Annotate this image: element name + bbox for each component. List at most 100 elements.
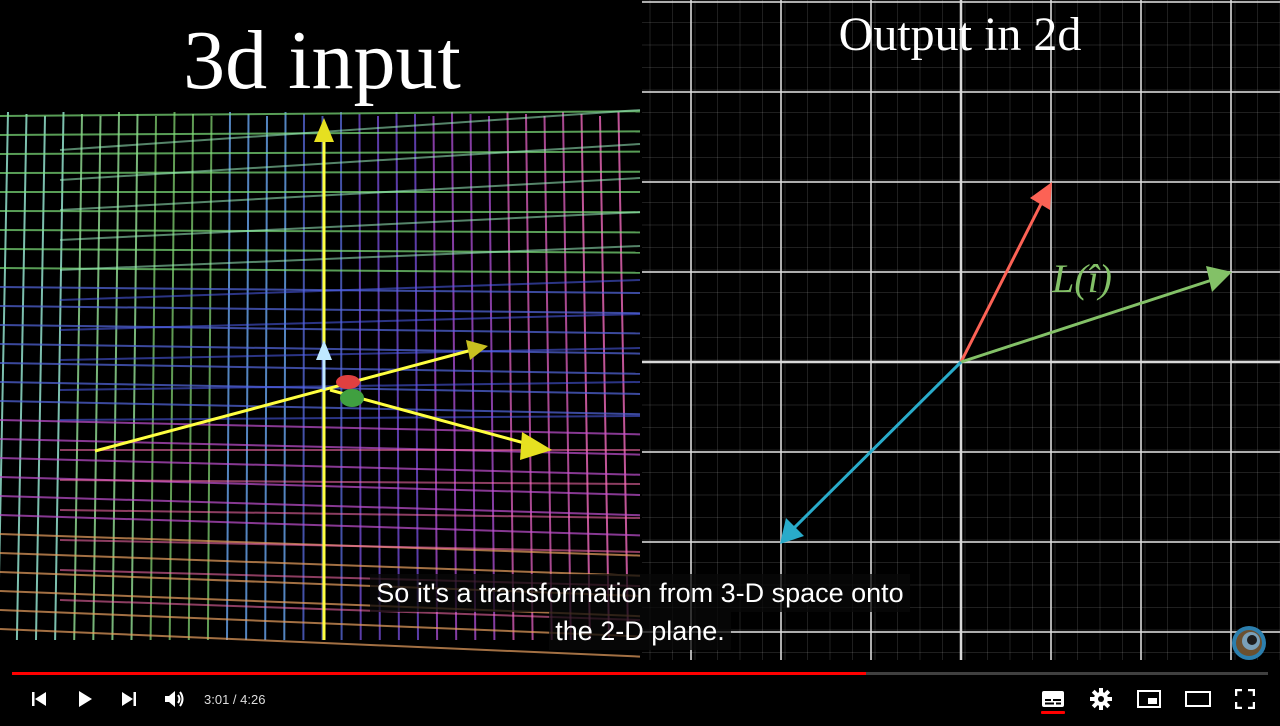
grid3d-vertical-line — [414, 113, 419, 641]
settings-button[interactable] — [1088, 684, 1114, 714]
k-hat-arrowhead — [316, 340, 332, 360]
grid3d-vertical-line — [264, 115, 268, 641]
grid3d-depth-line — [59, 313, 641, 331]
x-axis — [94, 348, 473, 453]
play-icon — [79, 691, 92, 707]
volume-button[interactable] — [162, 684, 188, 714]
captions: So it's a transformation from 3-D space … — [0, 574, 1280, 650]
grid3d-horizontal-line — [0, 400, 641, 416]
blue-vector — [790, 360, 963, 532]
miniplayer-button[interactable] — [1136, 684, 1162, 714]
channel-logo[interactable] — [1230, 624, 1268, 662]
2d-output-panel: L(î) Output in 2d — [642, 0, 1280, 660]
z-axis-arrowhead — [314, 118, 334, 142]
grid3d-vertical-line — [168, 111, 176, 641]
x-axis-arrowhead — [466, 340, 488, 360]
fullscreen-button[interactable] — [1232, 684, 1258, 714]
next-button[interactable] — [118, 684, 140, 714]
i-hat-arrowhead — [336, 375, 360, 389]
2d-grid — [642, 0, 1280, 660]
miniplayer-icon — [1137, 690, 1161, 708]
grid3d-horizontal-line — [0, 495, 641, 517]
grid3d-vertical-line — [283, 111, 287, 641]
grid3d-depth-line — [59, 211, 641, 241]
grid3d-depth-line — [59, 143, 641, 181]
grid3d-depth-line — [59, 599, 641, 621]
grid3d-depth-line — [59, 509, 641, 519]
grid3d-vertical-line — [395, 111, 400, 641]
grid3d-vertical-line — [92, 115, 102, 641]
grid3d-depth-line — [59, 245, 641, 271]
grid3d-vertical-line — [245, 113, 250, 641]
grid3d-vertical-line — [302, 113, 305, 641]
left-panel-title: 3d input — [183, 14, 461, 107]
grid3d-horizontal-line — [0, 609, 641, 638]
grid3d-depth-line — [59, 109, 641, 151]
3d-grid — [0, 109, 641, 658]
grid3d-horizontal-line — [0, 305, 641, 315]
grid3d-horizontal-line — [0, 343, 641, 355]
grid3d-horizontal-line — [0, 286, 641, 294]
caption-line-2: the 2-D plane. — [549, 612, 731, 650]
grid3d-horizontal-line — [0, 514, 641, 537]
3d-axes — [94, 118, 552, 640]
player-controls: 3:01 / 4:26 — [0, 660, 1280, 726]
previous-button[interactable] — [28, 684, 50, 714]
subtitles-button[interactable] — [1040, 684, 1066, 714]
right-panel-title: Output in 2d — [839, 8, 1082, 61]
blue-vector-arrowhead — [780, 518, 804, 544]
grid3d-vertical-line — [54, 111, 65, 641]
theater-mode-button[interactable] — [1184, 684, 1212, 714]
green-vector — [960, 278, 1213, 364]
grid3d-depth-line — [59, 347, 641, 361]
green-vector-arrowhead — [1206, 266, 1232, 292]
grid3d-depth-line — [59, 479, 641, 485]
grid3d-vertical-line — [580, 113, 591, 641]
grid3d-vertical-line — [0, 111, 9, 578]
progress-fill — [12, 672, 866, 675]
grid3d-vertical-line — [451, 111, 458, 641]
red-vector-arrowhead — [1030, 182, 1052, 210]
grid3d-vertical-line — [340, 111, 343, 641]
grid3d-depth-line — [59, 279, 641, 301]
grid3d-vertical-line — [358, 113, 362, 641]
grid3d-vertical-line — [377, 115, 381, 641]
subtitles-active-indicator — [1041, 711, 1065, 714]
grid3d-depth-line — [59, 177, 641, 211]
grid3d-vertical-line — [432, 115, 439, 641]
red-vector — [959, 197, 1046, 363]
vector-label: L(î) — [1051, 256, 1112, 301]
3d-input-panel: 3d input — [0, 14, 641, 658]
theater-mode-icon — [1185, 691, 1211, 707]
play-button[interactable] — [74, 684, 96, 714]
grid3d-vertical-line — [111, 111, 120, 641]
volume-icon — [165, 691, 184, 707]
grid3d-vertical-line — [149, 115, 157, 641]
fullscreen-icon — [1235, 689, 1255, 709]
progress-bar[interactable] — [12, 672, 1268, 675]
grid3d-depth-line — [59, 539, 641, 553]
grid3d-horizontal-line — [0, 110, 641, 117]
grid3d-vertical-line — [15, 113, 28, 641]
gear-icon — [1090, 688, 1112, 710]
grid3d-horizontal-line — [0, 229, 641, 234]
grid3d-horizontal-line — [0, 457, 641, 476]
grid3d-horizontal-line — [0, 381, 641, 395]
grid3d-horizontal-line — [0, 552, 641, 577]
grid3d-horizontal-line — [0, 628, 641, 658]
grid3d-depth-line — [59, 415, 641, 421]
grid3d-horizontal-line — [0, 248, 641, 254]
grid3d-vertical-line — [469, 113, 477, 641]
grid3d-vertical-line — [206, 115, 213, 641]
grid3d-vertical-line — [599, 115, 610, 641]
grid3d-horizontal-line — [0, 362, 641, 375]
caption-line-1: So it's a transformation from 3-D space … — [370, 574, 910, 612]
grid3d-horizontal-line — [0, 150, 641, 155]
y-axis-arrowhead — [520, 432, 552, 460]
grid3d-vertical-line — [187, 113, 194, 641]
grid3d-horizontal-line — [0, 590, 641, 618]
grid3d-vertical-line — [130, 113, 139, 641]
next-icon — [122, 692, 136, 706]
grid3d-horizontal-line — [0, 419, 641, 436]
